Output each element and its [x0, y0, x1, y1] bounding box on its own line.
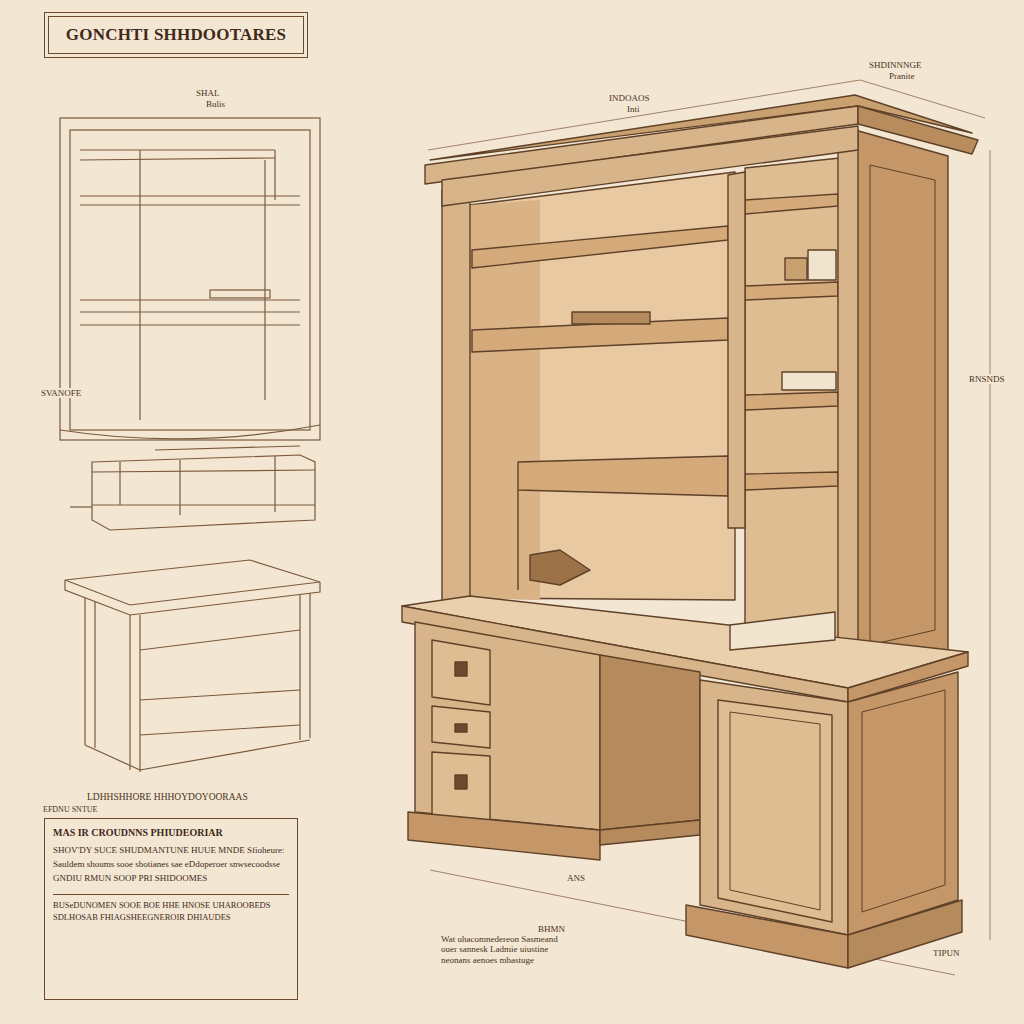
notes-box: MAS IR CROUDNNS PHIUDEORIAR SHOV'DY SUCE …: [44, 818, 298, 1000]
notes-body: SHOV'DY SUCE SHUDMANTUNE HUUE MNDE Sfioh…: [53, 844, 289, 886]
dimension-label: BHMN: [537, 924, 566, 934]
notes-body: BUSeDUNOMEN SOOE BOE HHE HNOSE UHAROOBED…: [53, 894, 289, 924]
dimension-label: LDHHSHHORE HHHOYDOYOORAAS: [86, 792, 249, 803]
dimension-label: Pranite: [888, 71, 916, 81]
dimension-label: EFDNU SNTUE: [42, 805, 98, 814]
dimension-label: ANS: [566, 873, 586, 883]
dimension-label: RNSNDS: [968, 374, 1006, 384]
dimension-label: SVANOFE: [40, 388, 82, 398]
note-text: Wat uhacomnedereon Sasmeand ouer sannesk…: [440, 934, 560, 965]
sheet-title: GONCHTI SHHDOOTARES: [66, 25, 286, 45]
concept-sketches: [60, 118, 320, 772]
dimension-label: Inti: [626, 104, 641, 114]
title-box: GONCHTI SHHDOOTARES: [44, 12, 308, 58]
hutch-desk: [402, 95, 978, 968]
notes-heading: MAS IR CROUDNNS PHIUDEORIAR: [53, 827, 289, 838]
dimension-label: SHDINNNGE: [868, 60, 923, 70]
dimension-label: INDOAOS: [608, 93, 651, 103]
dimension-label: Bulis: [205, 99, 226, 109]
dimension-label: SHAL: [195, 88, 221, 98]
dimension-label: TIPUN: [932, 948, 961, 958]
